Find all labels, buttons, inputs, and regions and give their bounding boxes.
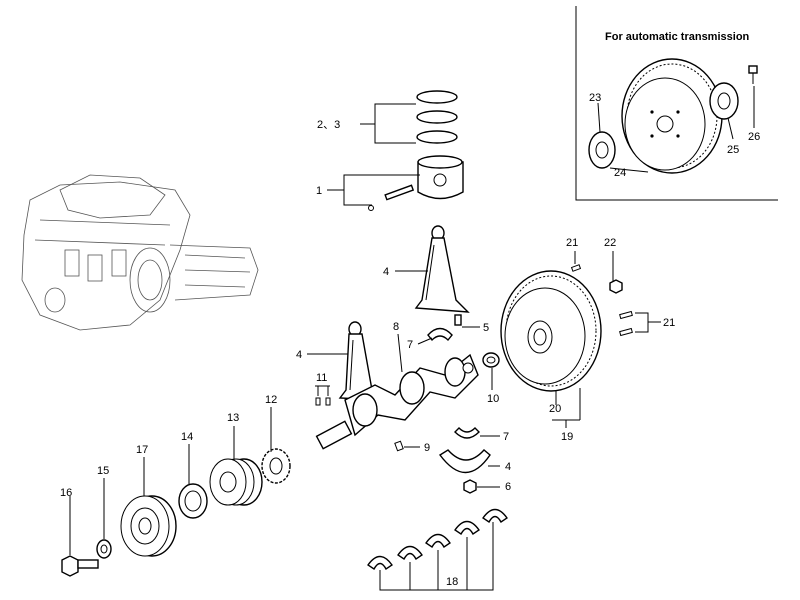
- label-21a: 21: [566, 237, 578, 249]
- crankshaft-sprocket: 12: [261, 394, 291, 484]
- pilot-bushing: 10: [482, 352, 500, 405]
- label-2-3: 2、3: [317, 119, 340, 131]
- crankshaft: 8: [315, 321, 479, 450]
- piston-rings: 2、3: [317, 90, 458, 144]
- label-25: 25: [727, 144, 739, 156]
- flywheel: 20 19: [500, 270, 602, 443]
- label-5: 5: [483, 322, 489, 334]
- inset-title: For automatic transmission: [605, 31, 750, 43]
- pulley-bolt: 16: [60, 487, 99, 577]
- label-24: 24: [614, 167, 626, 179]
- label-4c: 4: [505, 461, 511, 473]
- label-12: 12: [265, 394, 277, 406]
- pulley-washer: 15: [96, 465, 112, 559]
- connecting-rod-cap: 4: [438, 449, 511, 473]
- label-17: 17: [136, 444, 148, 456]
- crankshaft-spacer: 13: [209, 412, 263, 506]
- label-18: 18: [446, 576, 458, 588]
- label-11: 11: [316, 372, 327, 384]
- flywheel-dowel-and-bolt: 21 22 21: [566, 237, 675, 337]
- label-26: 26: [748, 131, 760, 143]
- connecting-rod-bearing-upper: 7: [407, 327, 453, 351]
- label-21b: 21: [663, 317, 675, 329]
- label-10: 10: [487, 393, 499, 405]
- drive-plate-bolt: [748, 65, 758, 84]
- label-6: 6: [505, 481, 511, 493]
- spacer-plate: [588, 131, 616, 169]
- connecting-rod-bearing-lower: 7: [454, 427, 509, 443]
- label-15: 15: [97, 465, 109, 477]
- reinforcement-plate: [709, 82, 739, 120]
- label-7a: 7: [407, 339, 413, 351]
- crankshaft-pulley: 17: [120, 444, 177, 557]
- label-14: 14: [181, 431, 193, 443]
- label-4b: 4: [296, 349, 302, 361]
- label-13: 13: [227, 412, 239, 424]
- front-oil-seal: 14: [178, 431, 208, 519]
- label-16: 16: [60, 487, 72, 499]
- label-9: 9: [424, 442, 430, 454]
- label-22: 22: [604, 237, 616, 249]
- label-19: 19: [561, 431, 573, 443]
- connecting-rod-nut: 6: [463, 479, 511, 494]
- label-1: 1: [316, 185, 322, 197]
- label-20: 20: [549, 403, 561, 415]
- label-8: 8: [393, 321, 399, 333]
- engine-assembly-sketch: [21, 174, 259, 331]
- connecting-rod-left: 4: [296, 321, 382, 401]
- drive-plate: [621, 58, 723, 174]
- label-23b: 23: [589, 92, 601, 104]
- automatic-transmission-inset: For automatic transmission 23: [575, 6, 778, 201]
- main-bearings: 18: [367, 508, 508, 591]
- label-7b: 7: [503, 431, 509, 443]
- connecting-rod-upper: 4 5: [383, 225, 489, 334]
- label-4a: 4: [383, 266, 389, 278]
- piston: 1: [316, 155, 464, 211]
- crankshaft-key: 9: [394, 440, 430, 454]
- woodruff-keys: 11: [315, 372, 331, 406]
